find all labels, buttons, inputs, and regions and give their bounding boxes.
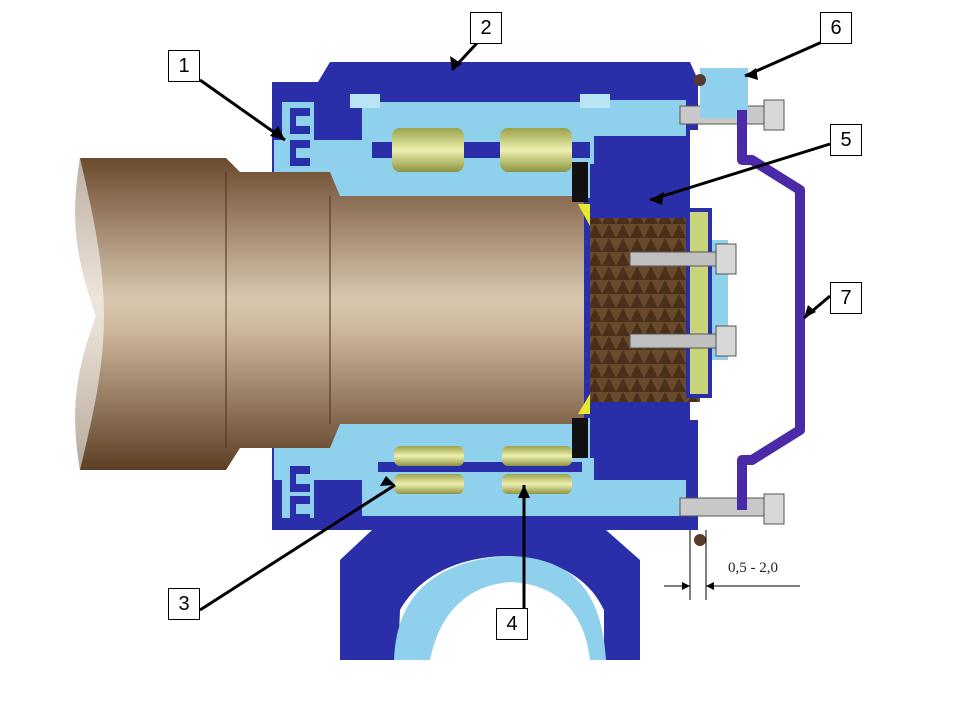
threaded-journal [590, 218, 700, 402]
cover-bolts [679, 68, 785, 546]
callout-7: 7 [830, 282, 862, 314]
callout-label: 6 [830, 16, 842, 39]
callout-label: 3 [178, 592, 190, 615]
clearance-dimension [664, 530, 800, 600]
callout-6: 6 [820, 12, 852, 44]
callout-label: 2 [480, 16, 492, 39]
callout-5: 5 [830, 124, 862, 156]
clearance-label: 0,5 - 2,0 [728, 560, 778, 576]
locking-nut [590, 164, 684, 458]
callout-2: 2 [470, 12, 502, 44]
lower-rollers [394, 446, 572, 494]
upper-rollers [372, 128, 590, 172]
end-plate [686, 208, 728, 398]
spacer-seals [572, 162, 590, 458]
callout-leaders [199, 40, 831, 612]
shaft [75, 158, 584, 470]
callout-4: 4 [496, 608, 528, 640]
callout-3: 3 [168, 588, 200, 620]
callout-arrowheads [270, 56, 816, 498]
callout-1: 1 [168, 50, 200, 82]
callout-label: 1 [178, 54, 190, 77]
callout-label: 5 [840, 128, 852, 151]
end-plate-bolts [629, 243, 737, 357]
end-cover [737, 110, 805, 510]
callout-label: 4 [506, 612, 518, 635]
callout-label: 7 [840, 286, 852, 309]
